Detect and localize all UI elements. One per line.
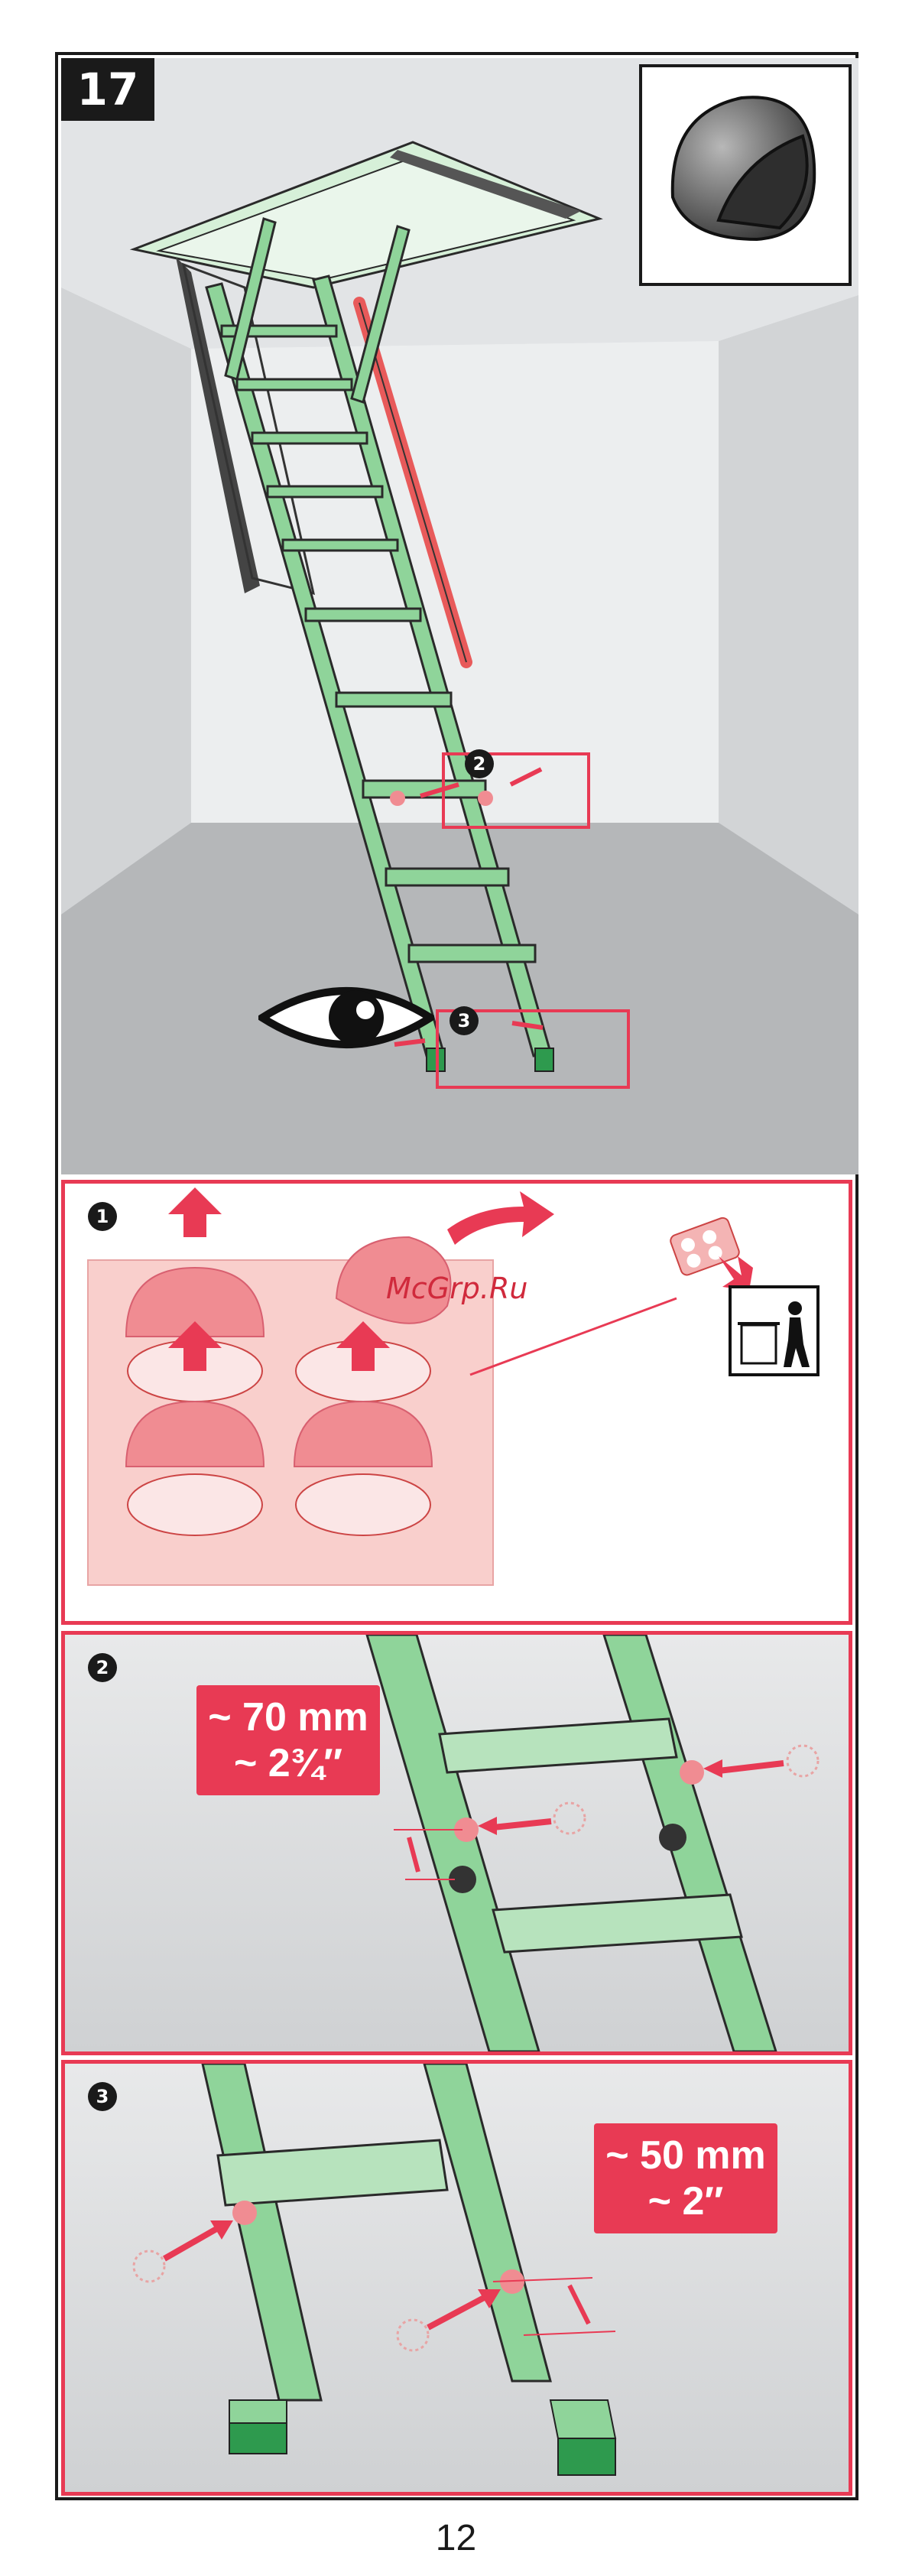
step-number-badge: 17 <box>61 58 154 121</box>
watermark-text: McGrp.Ru <box>386 1272 527 1305</box>
page-number: 12 <box>0 2517 912 2559</box>
measurement-callout-50mm: ~ 50 mm ~ 2″ <box>594 2123 777 2233</box>
detail-marker-3: 3 <box>450 1006 479 1035</box>
detail-2-panel: 2 ~ 70 mm ~ 2¾″ <box>61 1631 852 2055</box>
callout-metric: ~ 70 mm <box>196 1694 380 1740</box>
detail-3-panel: 3 ~ 50 mm ~ 2″ <box>61 2060 852 2496</box>
room-illustration: 17 2 3 <box>61 58 858 1174</box>
protective-cap-icon <box>642 67 849 283</box>
pad-position-detail-2 <box>65 1635 849 2051</box>
detail-marker-2: 2 <box>465 749 494 778</box>
callout-imperial: ~ 2¾″ <box>196 1740 380 1786</box>
eye-icon <box>258 976 434 1060</box>
detail-1-panel: 1 <box>61 1180 852 1625</box>
callout-imperial: ~ 2″ <box>594 2178 777 2224</box>
cap-inset <box>639 64 852 286</box>
trash-bin-icon <box>730 1287 818 1375</box>
pads-removal-illustration <box>65 1184 849 1621</box>
measurement-callout-70mm: ~ 70 mm ~ 2¾″ <box>196 1685 380 1795</box>
callout-metric: ~ 50 mm <box>594 2133 777 2178</box>
